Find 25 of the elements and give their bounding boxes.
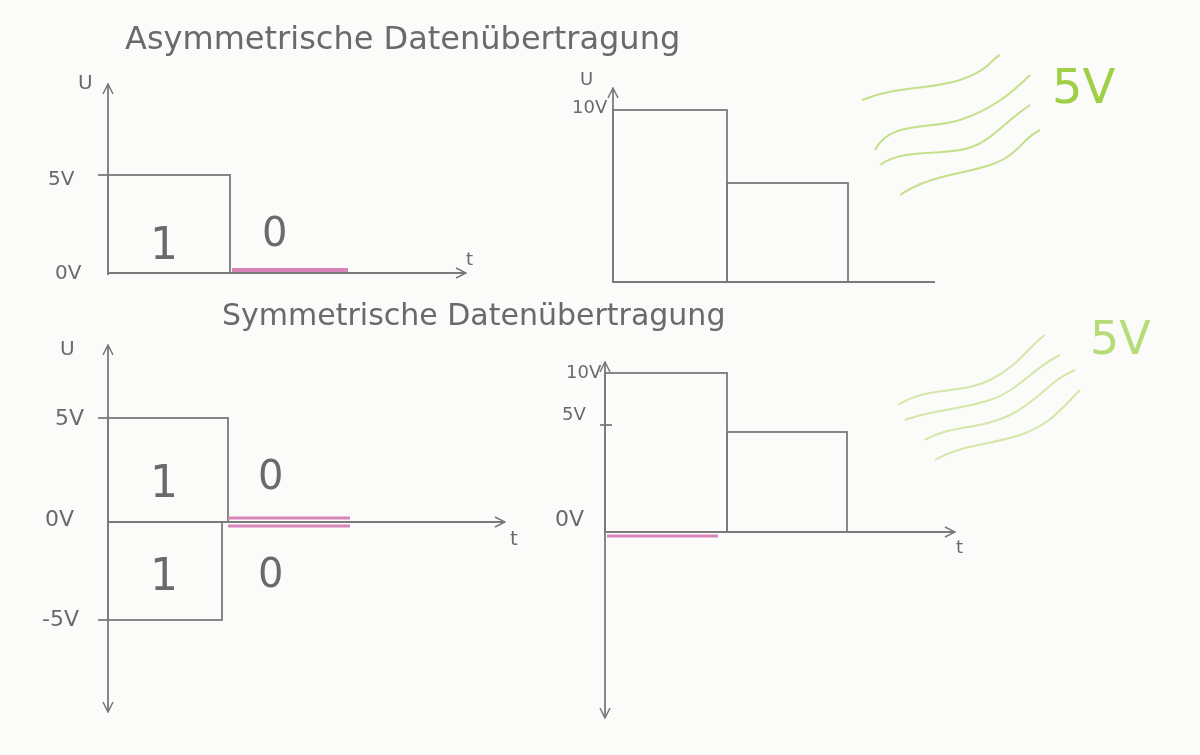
section-heading: Symmetrische Datenübertragung xyxy=(222,300,726,330)
note: 5V xyxy=(1052,62,1116,110)
axis-label: t xyxy=(466,250,474,268)
note: 5V xyxy=(1090,315,1151,361)
bit-value: 0 xyxy=(258,553,284,593)
tick-label: 0V xyxy=(55,262,82,282)
bit-value: 0 xyxy=(258,455,284,495)
tick-label: 0V xyxy=(45,508,75,530)
tick-label: 10V xyxy=(572,98,608,116)
tick-label: -5V xyxy=(42,608,79,630)
tick-label: 5V xyxy=(48,168,75,188)
bit-value: 1 xyxy=(150,553,178,597)
tick-label: 5V xyxy=(55,407,85,429)
tick-label: 5V xyxy=(562,405,586,423)
axis-label: t xyxy=(956,538,964,556)
tick-label: 0V xyxy=(555,508,585,530)
axis-label: U xyxy=(78,72,93,92)
tick-label: 10V xyxy=(566,363,602,381)
diagram-title: Asymmetrische Datenübertragung xyxy=(125,22,681,54)
bit-value: 0 xyxy=(262,212,288,252)
bit-value: 1 xyxy=(150,222,178,266)
axis-label: U xyxy=(60,338,75,358)
axis-label: U xyxy=(580,70,594,88)
bit-value: 1 xyxy=(150,460,178,504)
axis-label: t xyxy=(510,528,518,548)
